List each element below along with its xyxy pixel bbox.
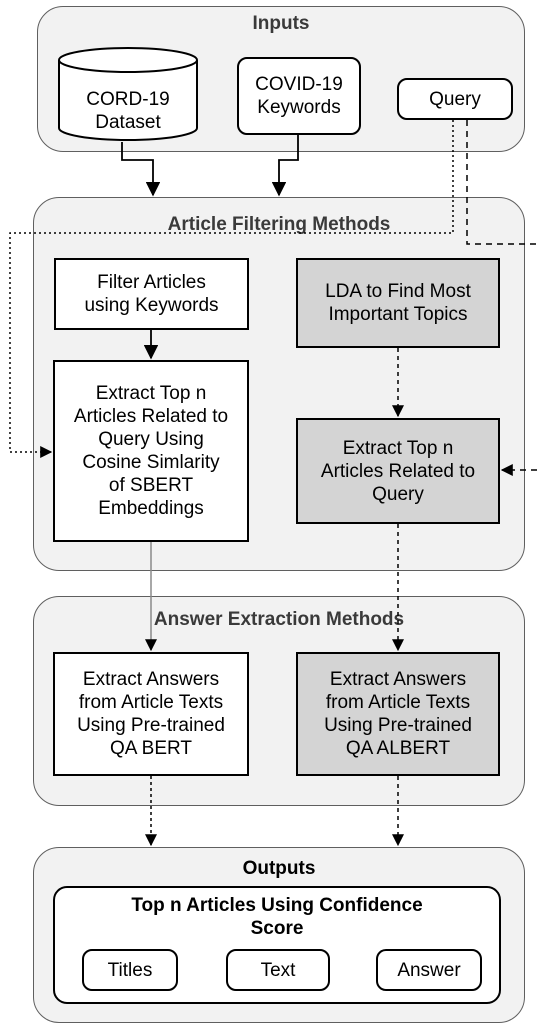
bert-box: Extract Answers from Article Texts Using…	[53, 652, 249, 776]
outputs-title: Outputs	[242, 858, 316, 879]
bert-label: Extract Answers from Article Texts Using…	[77, 669, 225, 759]
answer-title: Answer Extraction Methods	[153, 609, 405, 630]
lda-extract-label: Extract Top n Articles Related to Query	[320, 437, 476, 505]
answer-label: Answer	[397, 959, 461, 981]
text-label: Text	[260, 959, 296, 981]
filter-keywords-label: Filter Articles using Keywords	[84, 272, 219, 316]
albert-label: Extract Answers from Article Texts Using…	[324, 669, 472, 759]
albert-box: Extract Answers from Article Texts Using…	[296, 652, 500, 776]
filter-keywords-box: Filter Articles using Keywords	[54, 258, 249, 330]
lda-extract-box: Extract Top n Articles Related to Query	[296, 418, 500, 524]
lda-box: LDA to Find Most Important Topics	[296, 258, 500, 348]
query-label: Query	[429, 88, 481, 110]
answer-box: Answer	[376, 949, 482, 991]
keywords-label: COVID-19 Keywords	[255, 74, 343, 118]
titles-box: Titles	[82, 949, 178, 991]
dataset-label: CORD-19 Dataset	[86, 89, 170, 133]
filtering-title: Article Filtering Methods	[167, 214, 391, 235]
query-box: Query	[397, 78, 513, 120]
inputs-title: Inputs	[252, 13, 310, 34]
titles-label: Titles	[107, 959, 153, 981]
outputs-inner-title: Top n Articles Using Confidence Score	[131, 895, 423, 939]
text-box: Text	[226, 949, 330, 991]
lda-label: LDA to Find Most Important Topics	[325, 281, 471, 325]
keywords-box: COVID-19 Keywords	[237, 57, 361, 135]
sbert-label: Extract Top n Articles Related to Query …	[73, 383, 229, 519]
sbert-box: Extract Top n Articles Related to Query …	[53, 360, 249, 542]
